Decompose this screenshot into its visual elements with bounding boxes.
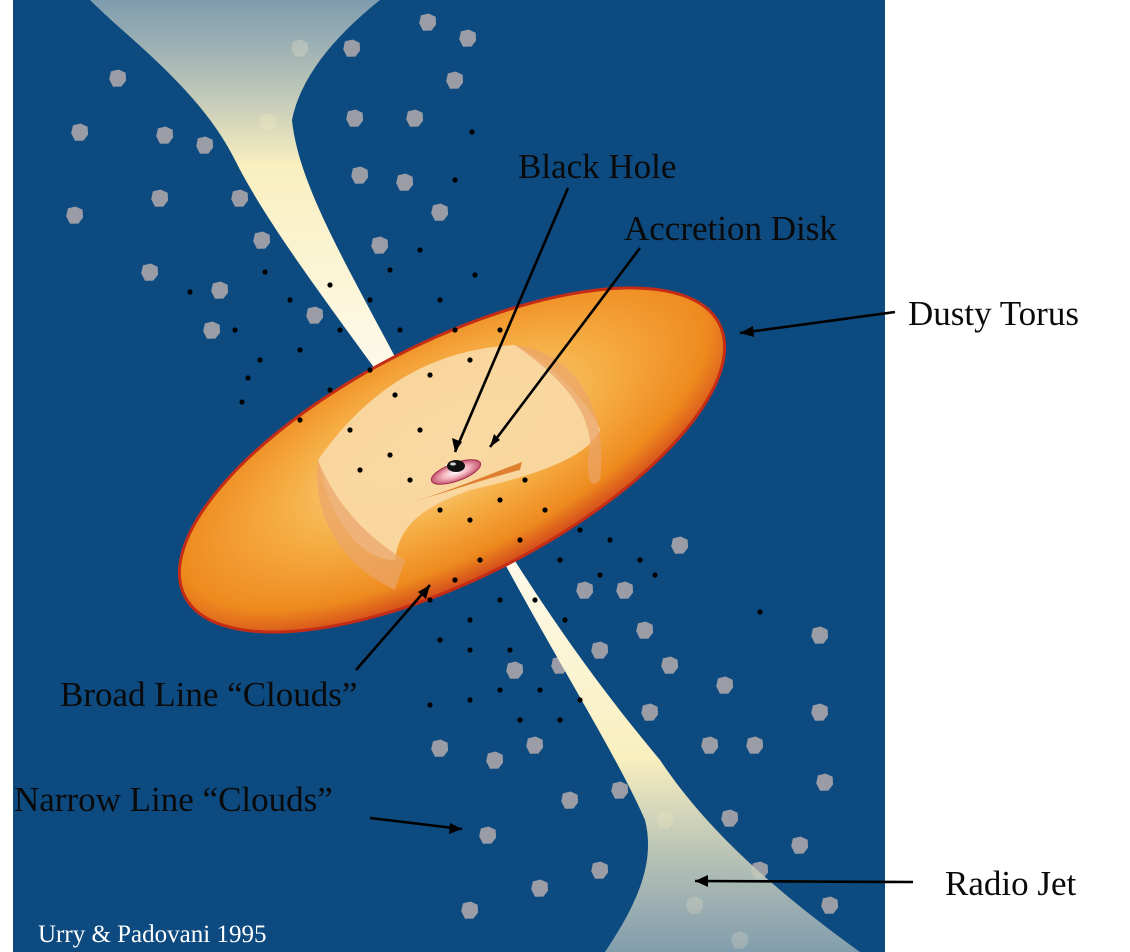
- broad-line-cloud: [287, 297, 292, 302]
- broad-line-cloud: [452, 177, 457, 182]
- broad-line-cloud: [637, 557, 642, 562]
- broad-line-cloud: [357, 467, 362, 472]
- black-hole: [447, 460, 465, 472]
- broad-line-cloud: [417, 247, 422, 252]
- broad-line-cloud: [297, 347, 302, 352]
- broad-line-cloud: [467, 517, 472, 522]
- broad-line-cloud: [497, 687, 502, 692]
- broad-line-cloud: [187, 289, 192, 294]
- broad-line-cloud: [367, 367, 372, 372]
- broad-line-cloud: [507, 647, 512, 652]
- broad-line-cloud: [437, 297, 442, 302]
- broad-line-cloud: [257, 357, 262, 362]
- broad-line-cloud: [557, 557, 562, 562]
- broad-line-cloud: [469, 129, 474, 134]
- label-accretion-disk: Accretion Disk: [624, 209, 837, 248]
- label-black-hole: Black Hole: [518, 147, 676, 186]
- broad-line-cloud: [427, 702, 432, 707]
- broad-line-cloud: [477, 557, 482, 562]
- broad-line-cloud: [577, 697, 582, 702]
- credit-text: Urry & Padovani 1995: [38, 921, 266, 948]
- broad-line-cloud: [387, 452, 392, 457]
- broad-line-cloud: [497, 327, 502, 332]
- broad-line-cloud: [427, 597, 432, 602]
- broad-line-cloud: [327, 387, 332, 392]
- broad-line-cloud: [245, 375, 250, 380]
- broad-line-cloud: [437, 637, 442, 642]
- broad-line-cloud: [652, 572, 657, 577]
- broad-line-cloud: [232, 327, 237, 332]
- broad-line-cloud: [407, 477, 412, 482]
- label-dusty-torus: Dusty Torus: [908, 294, 1079, 333]
- broad-line-cloud: [467, 617, 472, 622]
- broad-line-cloud: [239, 399, 244, 404]
- broad-line-cloud: [417, 427, 422, 432]
- broad-line-cloud: [467, 647, 472, 652]
- broad-line-cloud: [542, 507, 547, 512]
- broad-line-cloud: [537, 687, 542, 692]
- label-radio-jet: Radio Jet: [945, 864, 1077, 903]
- broad-line-cloud: [297, 417, 302, 422]
- broad-line-cloud: [532, 597, 537, 602]
- label-broad-line-clouds: Broad Line “Clouds”: [60, 675, 357, 714]
- broad-line-cloud: [562, 617, 567, 622]
- broad-line-cloud: [262, 269, 267, 274]
- label-narrow-line-clouds: Narrow Line “Clouds”: [14, 780, 333, 819]
- broad-line-cloud: [327, 282, 332, 287]
- broad-line-cloud: [522, 477, 527, 482]
- radio-jet-arrow: [695, 881, 913, 882]
- broad-line-cloud: [517, 537, 522, 542]
- broad-line-cloud: [452, 327, 457, 332]
- broad-line-cloud: [597, 572, 602, 577]
- broad-line-cloud: [452, 577, 457, 582]
- broad-line-cloud: [577, 527, 582, 532]
- broad-line-cloud: [347, 427, 352, 432]
- broad-line-cloud: [472, 272, 477, 277]
- broad-line-cloud: [392, 392, 397, 397]
- broad-line-cloud: [497, 497, 502, 502]
- broad-line-cloud: [757, 609, 762, 614]
- broad-line-cloud: [467, 357, 472, 362]
- broad-line-cloud: [517, 717, 522, 722]
- broad-line-cloud: [437, 507, 442, 512]
- broad-line-cloud: [497, 597, 502, 602]
- broad-line-cloud: [607, 537, 612, 542]
- broad-line-cloud: [427, 372, 432, 377]
- broad-line-cloud: [387, 267, 392, 272]
- broad-line-cloud: [467, 697, 472, 702]
- broad-line-cloud: [337, 327, 342, 332]
- broad-line-cloud: [557, 717, 562, 722]
- broad-line-cloud: [367, 297, 372, 302]
- broad-line-cloud: [397, 327, 402, 332]
